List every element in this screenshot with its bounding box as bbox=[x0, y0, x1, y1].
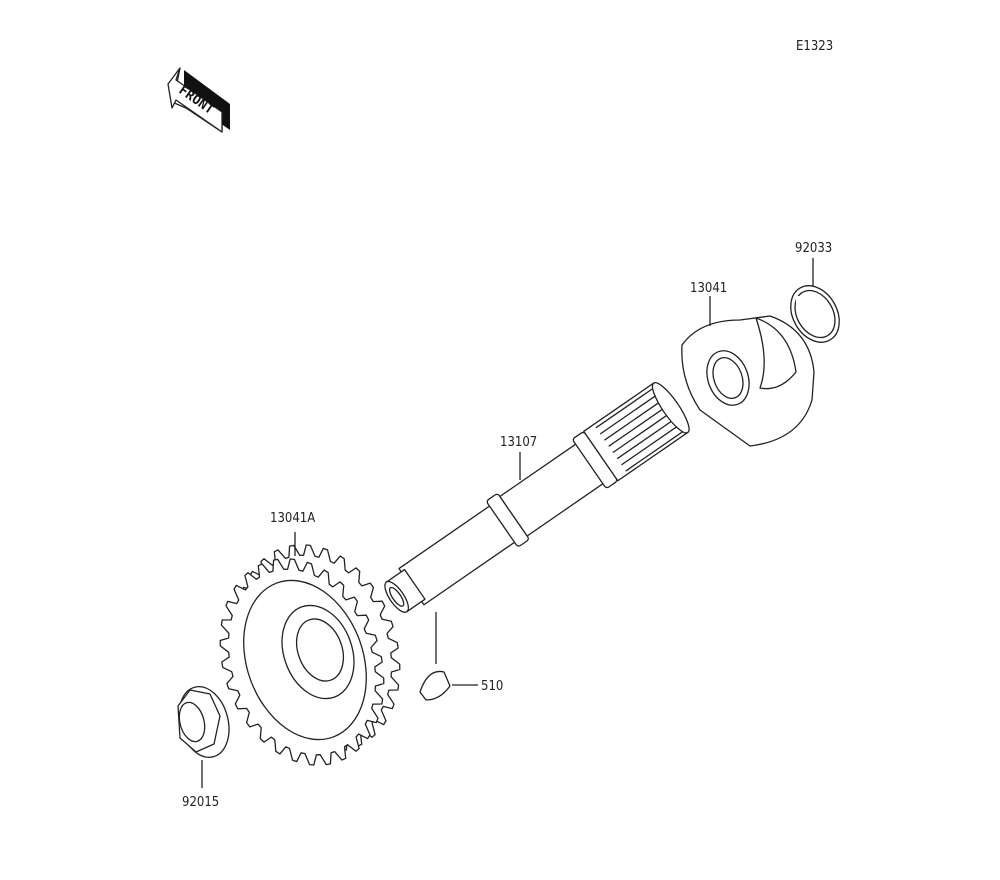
part-label-92015[interactable]: 92015 bbox=[182, 795, 219, 810]
diagram-code: E1323 bbox=[796, 39, 833, 54]
shaft-spline bbox=[595, 385, 657, 429]
shaft-spline bbox=[604, 398, 665, 441]
part-label-13041a[interactable]: 13041A bbox=[270, 511, 315, 526]
front-arrow-icon: FRONT bbox=[167, 67, 230, 133]
part-13041a-gear[interactable]: 13041A bbox=[219, 511, 401, 766]
shaft-spline bbox=[616, 416, 678, 460]
part-label-13107[interactable]: 13107 bbox=[500, 435, 537, 450]
shaft-spline bbox=[625, 429, 687, 472]
part-label-510[interactable]: 510 bbox=[481, 679, 503, 694]
part-510-key[interactable]: 510 bbox=[419, 612, 503, 701]
part-label-92033[interactable]: 92033 bbox=[795, 241, 832, 256]
part-92033-circlip[interactable]: 92033 bbox=[781, 241, 849, 351]
shaft-spline bbox=[599, 392, 661, 435]
shaft-spline bbox=[608, 404, 670, 447]
part-13107-shaft[interactable]: 13107 bbox=[374, 379, 695, 626]
part-label-13041[interactable]: 13041 bbox=[690, 281, 727, 296]
shaft-spline bbox=[612, 410, 674, 454]
part-13041[interactable]: 13041 bbox=[681, 281, 815, 447]
shaft-spline bbox=[621, 422, 682, 466]
part-92015-nut[interactable]: 92015 bbox=[172, 681, 237, 810]
